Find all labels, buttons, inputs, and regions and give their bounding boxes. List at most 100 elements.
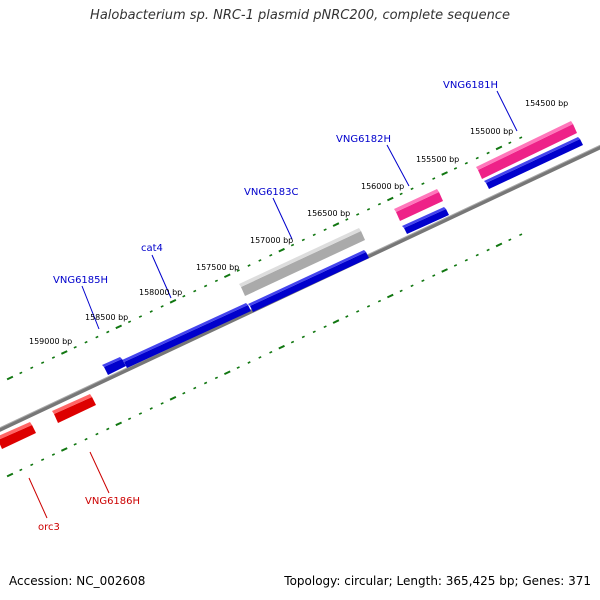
gene-arrow-vng6181h[interactable] <box>486 139 583 189</box>
gene-arrow-vng6182h[interactable] <box>404 209 449 234</box>
leader-vng6181h <box>496 90 518 132</box>
label-leaders <box>28 90 518 519</box>
lower-tick-mark <box>345 315 349 318</box>
gene-label[interactable]: VNG6185H <box>53 275 108 286</box>
leader-vng6186h <box>89 451 110 494</box>
rna-feature-vng6181h[interactable] <box>478 124 577 179</box>
lower-tick-mark <box>301 335 305 339</box>
upper-tick-mark <box>323 228 327 232</box>
lower-tick-mark <box>6 472 14 478</box>
position-label: 155500 bp <box>416 155 459 164</box>
upper-tick-track <box>6 136 523 381</box>
lower-tick-mark <box>60 447 68 452</box>
leader-cat4 <box>151 254 172 299</box>
upper-tick-mark <box>60 350 68 355</box>
lower-tick-mark <box>30 463 34 467</box>
upper-tick-mark <box>486 151 490 155</box>
gene-label[interactable]: cat4 <box>141 243 163 254</box>
forward-strand-track <box>102 137 583 375</box>
gene-arrow-vng6182h-top <box>402 207 446 228</box>
upper-tick-mark <box>73 345 77 349</box>
upper-tick-mark <box>290 243 295 247</box>
upper-tick-mark <box>258 259 262 262</box>
lower-tick-mark <box>258 356 262 359</box>
gene-label[interactable]: VNG6186H <box>85 496 140 507</box>
lower-tick-mark <box>410 284 414 288</box>
upper-tick-mark <box>95 335 99 339</box>
upper-tick-mark <box>495 145 503 151</box>
gene-label[interactable]: VNG6182H <box>336 134 391 145</box>
upper-tick-mark <box>441 171 448 176</box>
lower-tick-mark <box>495 242 503 248</box>
upper-tick-mark <box>169 298 177 304</box>
gene-label[interactable]: orc3 <box>38 522 60 533</box>
upper-tick-mark <box>345 218 349 221</box>
upper-tick-mark <box>182 294 186 298</box>
lower-tick-mark <box>323 325 327 329</box>
gene-arrow-orc3-top <box>0 422 32 440</box>
position-label: 158500 bp <box>85 313 128 322</box>
lower-tick-mark <box>332 319 340 324</box>
upper-tick-mark <box>475 156 479 160</box>
lower-tick-mark <box>377 299 382 303</box>
topology-summary: Topology: circular; Length: 365,425 bp; … <box>284 574 591 588</box>
lower-tick-mark <box>51 453 56 456</box>
leader-orc3 <box>28 477 48 519</box>
lower-tick-mark <box>386 293 394 299</box>
position-label: 159000 bp <box>29 337 72 346</box>
lower-tick-mark <box>247 361 251 364</box>
leader-vng6182h <box>386 144 410 187</box>
lower-tick-mark <box>453 264 458 267</box>
gene-arrow-vng6186h[interactable] <box>54 397 96 423</box>
upper-tick-mark <box>160 305 164 308</box>
lower-tick-mark <box>312 330 316 334</box>
position-label: 154500 bp <box>525 99 568 108</box>
lower-tick-mark <box>278 344 285 350</box>
lower-tick-mark <box>19 468 23 472</box>
map-title: Halobacterium sp. NRC-1 plasmid pNRC200,… <box>90 8 510 23</box>
gene-arrow-vng6181h-top <box>484 137 580 183</box>
gene-arrow-orc3[interactable] <box>0 425 36 449</box>
upper-tick-mark <box>115 324 123 330</box>
lower-tick-mark <box>84 437 88 441</box>
lower-tick-mark <box>138 412 143 415</box>
upper-tick-mark <box>377 202 382 206</box>
upper-tick-mark <box>106 330 110 334</box>
gene-labels: VNG6181H VNG6182H VNG6183C cat4 VNG6185H… <box>38 80 498 533</box>
lower-tick-mark <box>464 258 468 262</box>
position-label: 157500 bp <box>196 263 239 272</box>
position-labels: 154500 bp 155000 bp 155500 bp 156000 bp … <box>29 99 568 346</box>
lower-tick-mark <box>475 253 479 257</box>
gene-arrow-vng6185h[interactable] <box>104 359 126 375</box>
upper-tick-mark <box>519 136 523 140</box>
upper-tick-mark <box>356 213 360 216</box>
lower-tick-mark <box>223 370 231 376</box>
upper-tick-mark <box>278 247 285 253</box>
lower-tick-mark <box>193 386 197 390</box>
upper-tick-mark <box>453 167 458 170</box>
upper-tick-mark <box>51 356 56 359</box>
lower-tick-mark <box>290 340 295 344</box>
gene-label[interactable]: VNG6183C <box>244 187 299 198</box>
lower-tick-mark <box>127 417 132 421</box>
reverse-strand-track <box>0 394 96 449</box>
lower-tick-mark <box>508 238 512 242</box>
upper-tick-mark <box>30 366 34 370</box>
gene-arrow-cat4[interactable] <box>124 305 251 368</box>
upper-tick-mark <box>19 371 23 375</box>
lower-tick-mark <box>214 376 219 380</box>
upper-tick-mark <box>301 238 305 242</box>
lower-tick-mark <box>366 304 371 308</box>
leader-vng6185h <box>81 285 100 330</box>
rna-feature-vng6182h[interactable] <box>396 192 443 221</box>
upper-tick-mark <box>127 320 132 324</box>
upper-tick-mark <box>203 284 208 288</box>
lower-tick-mark <box>115 421 123 427</box>
pseudo-feature-vng6183c[interactable] <box>241 231 365 296</box>
gene-arrow-vng6183c[interactable] <box>250 252 369 312</box>
gene-label[interactable]: VNG6181H <box>443 80 498 91</box>
lower-tick-track <box>6 233 523 478</box>
position-label: 158000 bp <box>139 288 182 297</box>
upper-tick-mark <box>149 310 153 313</box>
